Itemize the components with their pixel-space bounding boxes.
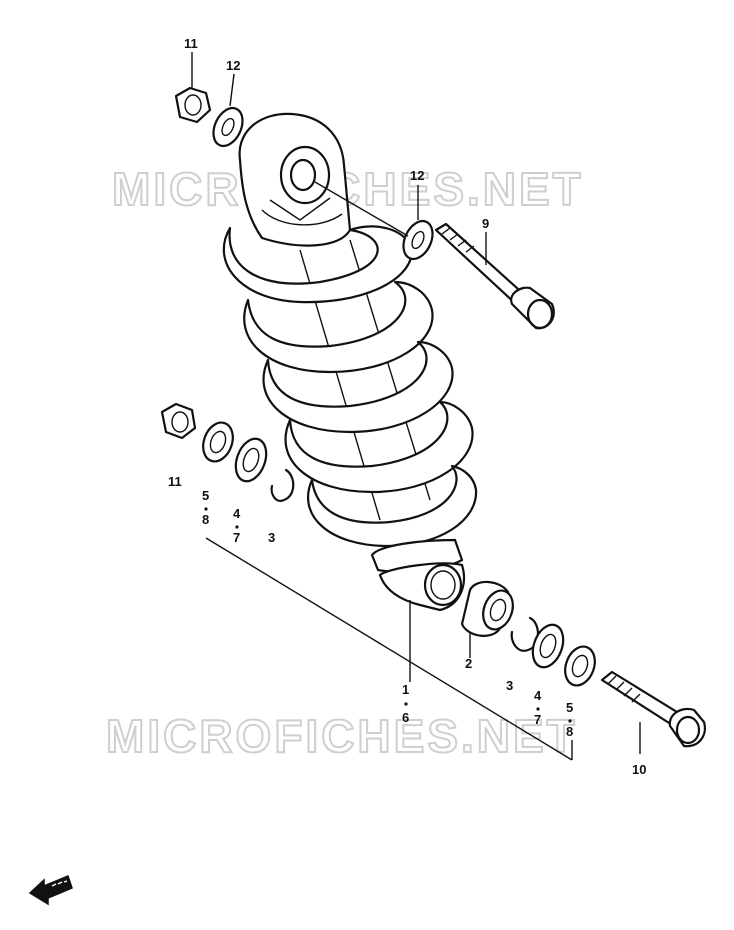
callout-6: 6	[402, 710, 409, 725]
washer-top-left	[212, 106, 244, 148]
washer-right-4	[531, 623, 565, 669]
spacer-collar	[460, 580, 514, 637]
callout-11-left: 11	[168, 474, 182, 489]
callout-2: 2	[465, 656, 472, 671]
circlip-right	[510, 616, 540, 652]
nut-left	[160, 402, 197, 440]
washer-top-right	[402, 219, 434, 261]
callout-4-right: 4	[534, 688, 542, 703]
circlip-left	[270, 468, 295, 502]
callout-11-top: 11	[184, 36, 198, 51]
dot-right-a	[536, 707, 540, 711]
leader-lines	[191, 52, 641, 761]
callout-5-left: 5	[202, 488, 209, 503]
dot-center	[404, 702, 408, 706]
callout-10: 10	[632, 762, 646, 777]
callout-3-right: 3	[506, 678, 513, 693]
callout-1: 1	[402, 682, 409, 697]
callout-8-right: 8	[566, 724, 573, 739]
bolt-bottom	[600, 670, 706, 748]
callout-12-top: 12	[226, 58, 240, 73]
callout-4-left: 4	[233, 506, 241, 521]
callout-8-left: 8	[202, 512, 209, 527]
shock-spring	[222, 225, 478, 548]
callouts: 11 12 12 9 11 5 8 4 7 3 1 6 2 3 4 7 5 8 …	[168, 36, 646, 777]
washer-left-4	[234, 437, 268, 483]
washer-right-5	[564, 645, 596, 687]
nut-top	[174, 86, 212, 124]
callout-5-right: 5	[566, 700, 573, 715]
dot-left-b	[235, 525, 239, 529]
callout-12-mid: 12	[410, 168, 424, 183]
front-direction-arrow-icon	[28, 874, 73, 906]
washer-left-5	[202, 421, 234, 463]
watermark-bottom: MICROFICHES.NET	[106, 710, 578, 762]
dot-left-a	[204, 507, 208, 511]
shock-absorber	[222, 112, 478, 612]
callout-9: 9	[482, 216, 489, 231]
callout-7-left: 7	[233, 530, 240, 545]
callout-7-right: 7	[534, 712, 541, 727]
dot-right-b	[568, 719, 572, 723]
bolt-top	[434, 222, 555, 330]
callout-3-left: 3	[268, 530, 275, 545]
